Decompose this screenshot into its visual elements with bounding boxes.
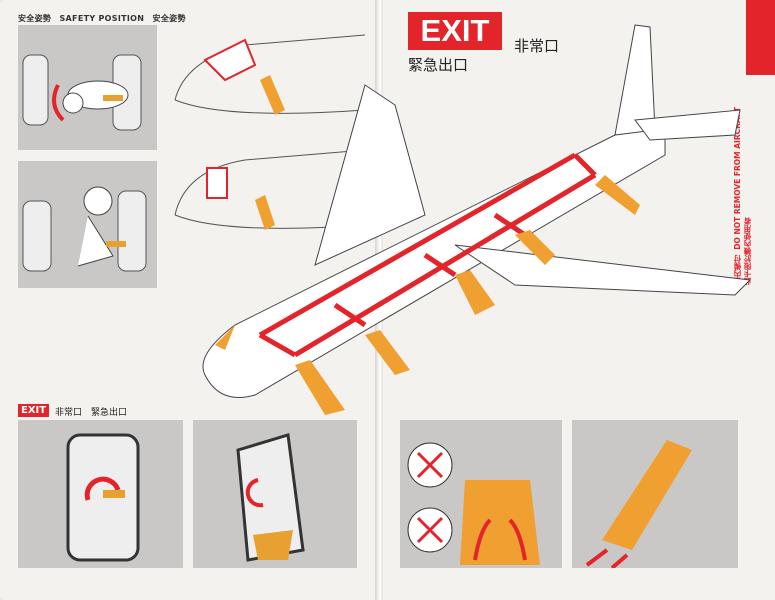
door-operation-panel-1 <box>18 420 183 568</box>
brace-figure-icon <box>22 54 142 131</box>
door-opening-diagrams <box>174 34 366 230</box>
safety-position-heading: 安全姿勢 SAFETY POSITION 安全姿勢 <box>18 14 186 23</box>
exit-title: EXIT <box>408 12 502 50</box>
no-high-heels-icon <box>407 442 453 488</box>
aircraft-exit-diagram <box>202 24 752 415</box>
brace-position-panel-2 <box>18 161 157 288</box>
evacuation-slide-icon <box>585 440 692 568</box>
exit-label-jp: 非常口 緊急出口 <box>55 408 128 418</box>
no-baggage-icon <box>407 507 453 553</box>
exit-title-jp2: 緊急出口 <box>408 56 469 74</box>
slide-evacuation-panel <box>572 420 738 568</box>
slide-jump-panel <box>400 420 562 568</box>
red-tab <box>746 0 775 75</box>
exit-title-jp1: 非常口 <box>514 37 560 55</box>
door-push-open-icon <box>236 433 305 562</box>
brace-position-panel-1 <box>18 25 157 150</box>
exit-label: EXIT <box>18 404 50 417</box>
door-operation-panel-2 <box>193 420 357 568</box>
door-handle-rotate-icon <box>66 433 140 562</box>
brace-figure-icon <box>22 186 147 272</box>
